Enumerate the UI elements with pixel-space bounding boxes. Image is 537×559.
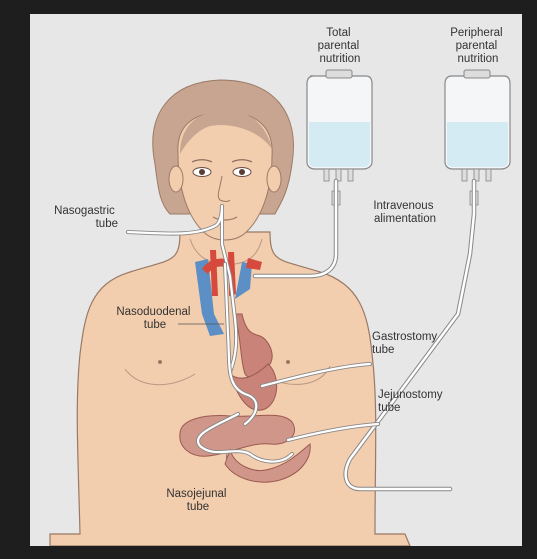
ear-left bbox=[169, 166, 183, 192]
ppn-fluid bbox=[447, 122, 508, 167]
nipple-left bbox=[158, 360, 162, 364]
pupil-left bbox=[199, 169, 205, 175]
ear-right bbox=[267, 166, 281, 192]
tpn-fluid bbox=[309, 122, 370, 167]
tpn-port-1 bbox=[324, 169, 329, 181]
ppn-label: Peripheral parental nutrition bbox=[450, 27, 506, 65]
ppn-port-1 bbox=[462, 169, 467, 181]
ppn-hanger bbox=[464, 70, 490, 78]
pupil-right bbox=[239, 169, 245, 175]
feeding-routes-diagram: Total parental nutrition Peripheral pare… bbox=[30, 14, 522, 546]
intravenous-label: Intravenous alimentation bbox=[373, 200, 436, 225]
tpn-hanger bbox=[326, 70, 352, 78]
diagram-panel: Total parental nutrition Peripheral pare… bbox=[30, 14, 522, 546]
tpn-port-3 bbox=[348, 169, 353, 181]
nipple-right bbox=[286, 360, 290, 364]
ppn-port-3 bbox=[486, 169, 491, 181]
